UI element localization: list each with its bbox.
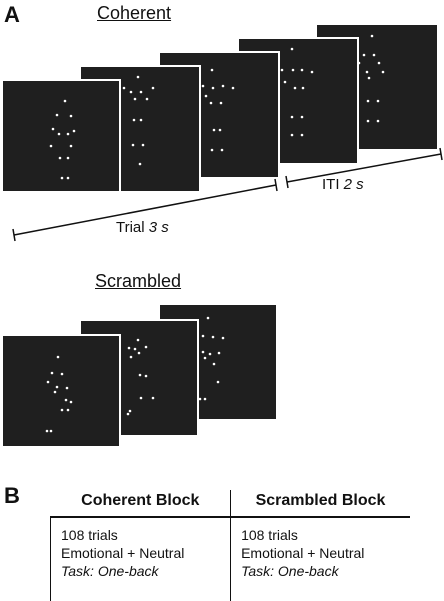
coherent-frame-1 (1, 79, 121, 193)
trial-label-text: Trial (116, 219, 145, 236)
iti-scale-bar (285, 147, 443, 189)
coherent-block-details: 108 trials Emotional + Neutral Task: One… (49, 517, 232, 601)
stimulus-sequence-diagram (1, 23, 443, 448)
scrambled-heading: Scrambled (95, 271, 182, 291)
trial-scale-bar (12, 178, 278, 242)
table-body-row: 108 trials Emotional + Neutral Task: One… (49, 517, 411, 601)
table-header-row: Coherent Block Scrambled Block (50, 490, 410, 518)
scrambled-block-header: Scrambled Block (230, 490, 410, 518)
scrambled-stimuli: Emotional + Neutral (241, 545, 365, 561)
scrambled-block-details: 108 trials Emotional + Neutral Task: One… (231, 517, 410, 601)
coherent-stimuli: Emotional + Neutral (61, 545, 185, 561)
coherent-block-header: Coherent Block (50, 490, 232, 518)
panel-b-letter: B (4, 483, 20, 508)
trial-label: Trial 3 s (116, 219, 169, 236)
block-design-table: Coherent Block Scrambled Block 108 trial… (49, 490, 411, 601)
scrambled-trials: 108 trials (241, 527, 298, 543)
coherent-task: Task: One-back (61, 563, 159, 579)
scrambled-frame-1 (1, 334, 121, 448)
panel-a-letter: A (4, 2, 20, 27)
trial-duration: 3 s (148, 219, 169, 236)
iti-label: ITI 2 s (322, 176, 364, 193)
coherent-heading: Coherent (97, 3, 172, 23)
scrambled-task: Task: One-back (241, 563, 339, 579)
iti-label-text: ITI (322, 176, 340, 193)
iti-duration: 2 s (343, 176, 364, 193)
coherent-trials: 108 trials (61, 527, 118, 543)
